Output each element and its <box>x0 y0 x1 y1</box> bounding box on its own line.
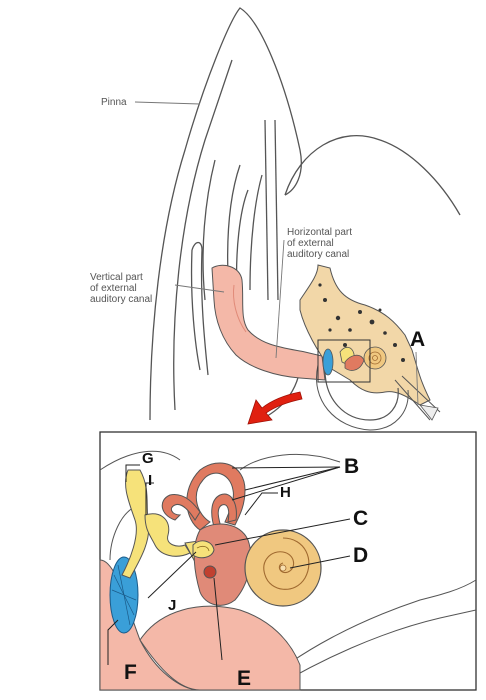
letter-A: A <box>410 328 426 351</box>
external-canal <box>211 264 326 381</box>
ossicle-incus <box>144 513 191 557</box>
letter-F: F <box>124 661 137 684</box>
zoom-arrow <box>247 391 303 425</box>
letter-I: I <box>148 472 153 489</box>
inset-artwork <box>99 450 477 691</box>
leader-lines-inset <box>107 464 351 665</box>
label-horizontal-canal: Horizontal part of external auditory can… <box>287 227 353 260</box>
cochlea <box>244 529 322 607</box>
letter-H: H <box>280 484 291 501</box>
bone-speckles <box>318 283 405 362</box>
label-vertical-canal: Vertical part of external auditory canal <box>90 272 153 305</box>
leader-lines-top <box>134 101 419 406</box>
letter-J: J <box>168 597 177 614</box>
letter-G: G <box>142 450 154 467</box>
letter-E: E <box>237 667 252 690</box>
temporal-bone <box>299 264 431 406</box>
letter-C: C <box>353 507 369 530</box>
letter-B: B <box>344 455 360 478</box>
label-pinna: Pinna <box>101 97 127 108</box>
ossicle-malleus <box>121 469 150 579</box>
letter-D: D <box>353 544 369 567</box>
